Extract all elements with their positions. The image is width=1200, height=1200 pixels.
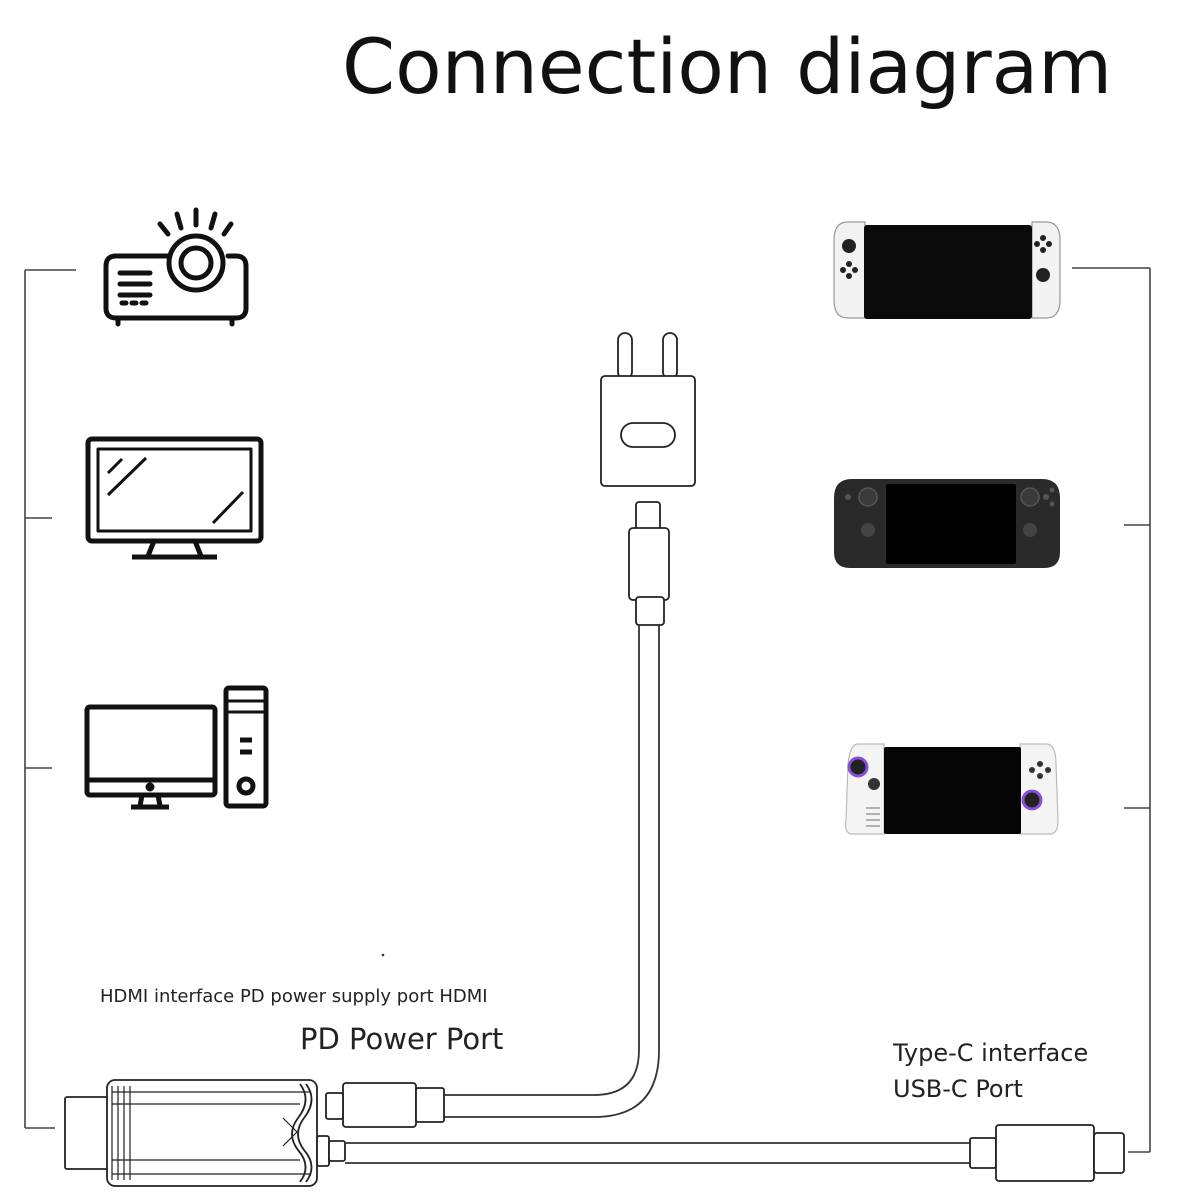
- page-title: Connection diagram: [342, 22, 1113, 111]
- power-cable: [444, 625, 660, 1118]
- typec-interface-label: Type-C interface: [893, 1039, 1089, 1067]
- hdmi-adapter: [64, 1079, 346, 1187]
- desktop-computer-icon: [84, 685, 269, 810]
- right-bracket: [1072, 267, 1151, 1153]
- handheld-console-switch-icon: [833, 221, 1061, 319]
- left-bracket: [24, 269, 76, 1129]
- hdmi-note-label: HDMI interface PD power supply port HDMI: [100, 986, 488, 1007]
- usb-c-port-label: USB-C Port: [893, 1075, 1023, 1103]
- pd-usb-c-plug-icon: [325, 1082, 445, 1128]
- monitor-icon: [85, 436, 264, 560]
- typec-cable: [345, 1142, 970, 1164]
- handheld-console-steamdeck-icon: [834, 479, 1060, 568]
- dot-mark: [381, 953, 385, 957]
- handheld-console-rog-icon: [845, 743, 1059, 835]
- usb-c-plug-icon: [969, 1124, 1125, 1182]
- pd-power-port-label: PD Power Port: [300, 1022, 504, 1056]
- projector-icon: [103, 207, 249, 327]
- wall-charger-icon: [600, 332, 696, 626]
